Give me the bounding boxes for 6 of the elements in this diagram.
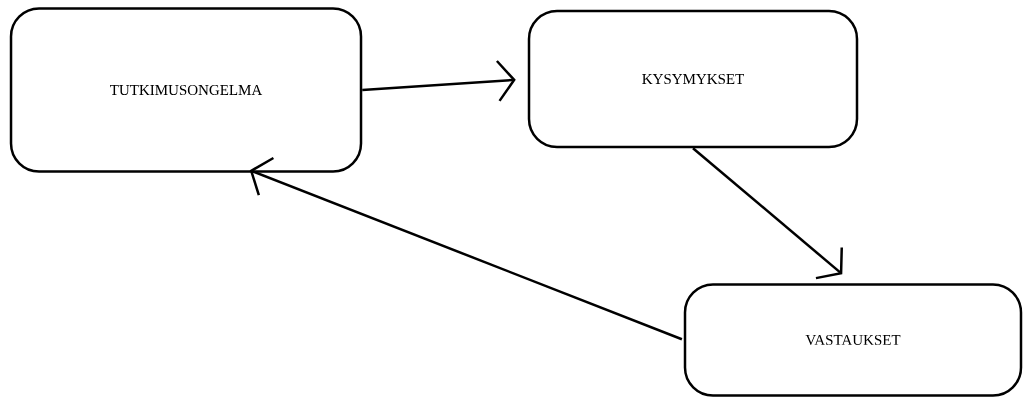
process-box: VASTAUKSET	[683, 283, 1023, 397]
arrow	[249, 156, 683, 341]
arrow	[692, 147, 843, 280]
arrow	[362, 60, 516, 102]
process-box: KYSYMYKSET	[527, 9, 859, 149]
process-box: TUTKIMUSONGELMA	[9, 7, 363, 173]
